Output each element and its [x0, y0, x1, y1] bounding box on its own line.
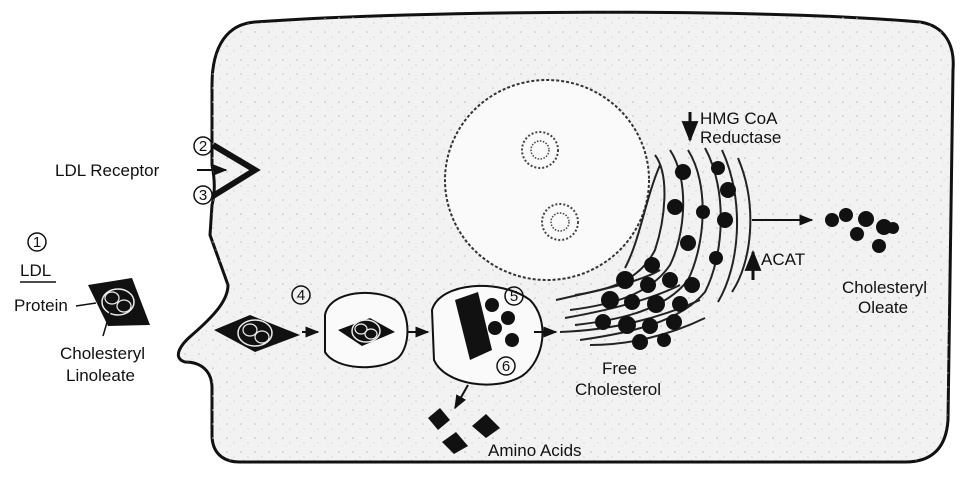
step-1: 1	[33, 234, 41, 251]
step-3: 3	[199, 187, 207, 204]
cholesteryl-linoleate-label-line2: Linoleate	[66, 366, 135, 385]
cholesteryl-linoleate-label-line1: Cholesteryl	[60, 344, 145, 363]
ldl-particle	[76, 278, 150, 336]
lysosome	[432, 286, 542, 385]
acat-label: ACAT	[761, 250, 805, 269]
cholesteryl-oleate-label-line1: Cholesteryl	[842, 278, 927, 297]
protein-label: Protein	[14, 296, 68, 315]
ldl-receptor-label: LDL Receptor	[55, 161, 160, 180]
free-cholesterol-label-line2: Cholesterol	[575, 380, 661, 399]
nucleus	[445, 80, 649, 280]
hmg-coa-label-line2: Reductase	[700, 128, 781, 147]
ldl-label: LDL	[20, 261, 51, 280]
free-cholesterol-label-line1: Free	[602, 359, 637, 378]
step-2: 2	[199, 138, 207, 155]
step-6: 6	[502, 358, 510, 375]
step-5: 5	[510, 288, 518, 305]
endocytic-vesicle	[325, 293, 407, 367]
amino-acids-label: Amino Acids	[488, 441, 582, 460]
cholesteryl-oleate-label-line2: Oleate	[858, 298, 908, 317]
step-4: 4	[297, 287, 305, 304]
hmg-coa-label-line1: HMG CoA	[700, 109, 778, 128]
